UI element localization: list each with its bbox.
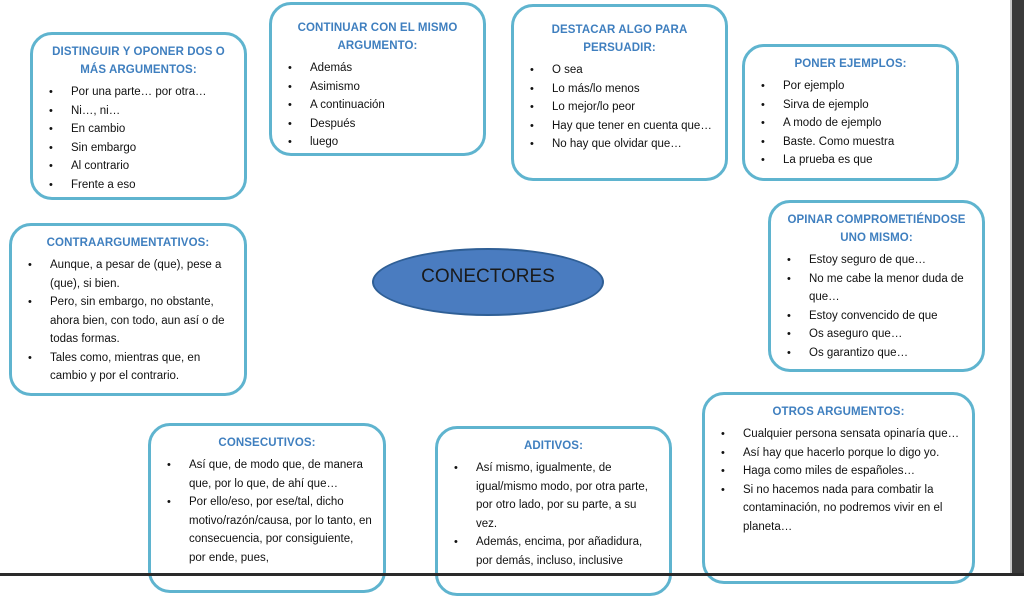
connector-list: Cualquier persona sensata opinaría que…A…: [715, 425, 962, 536]
connector-item: Haga como miles de españoles…: [715, 462, 962, 481]
box-title: CONSECUTIVOS:: [218, 437, 316, 449]
box-ejemplos: PONER EJEMPLOS: Por ejemploSirva de ejem…: [742, 44, 959, 181]
connector-list: Así que, de modo que, de manera que, por…: [161, 456, 373, 567]
connector-item: Estoy seguro de que…: [781, 251, 972, 270]
connector-item: Así que, de modo que, de manera que, por…: [161, 456, 373, 493]
connector-item: Así mismo, igualmente, de igual/mismo mo…: [448, 459, 659, 533]
box-distinguir: DISTINGUIR Y OPONER DOS O MÁS ARGUMENTOS…: [30, 32, 247, 200]
connector-item: luego: [282, 133, 473, 152]
box-title: CONTINUAR CON EL MISMO ARGUMENTO:: [297, 22, 458, 52]
connector-item: Por ello/eso, por ese/tal, dicho motivo/…: [161, 493, 373, 567]
box-title: CONTRAARGUMENTATIVOS:: [46, 237, 210, 249]
connector-item: Ni…, ni…: [43, 102, 234, 121]
connector-list: Por una parte… por otra…Ni…, ni…En cambi…: [43, 83, 234, 194]
box-aditivos: ADITIVOS: Así mismo, igualmente, de igua…: [435, 426, 672, 596]
connector-item: O sea: [524, 61, 715, 80]
connector-list: AdemásAsimismoA continuaciónDespuésluego: [282, 59, 473, 152]
box-otros: OTROS ARGUMENTOS: Cualquier persona sens…: [702, 392, 975, 584]
connector-item: La prueba es que: [755, 151, 946, 170]
window-edge-highlight: [1010, 0, 1012, 576]
connector-item: Sirva de ejemplo: [755, 96, 946, 115]
connector-item: Estoy convencido de que: [781, 307, 972, 326]
box-title: OTROS ARGUMENTOS:: [772, 406, 905, 418]
connector-item: Pero, sin embargo, no obstante, ahora bi…: [22, 293, 234, 349]
connector-item: Os garantizo que…: [781, 344, 972, 363]
connector-list: Estoy seguro de que…No me cabe la menor …: [781, 251, 972, 362]
box-title: DISTINGUIR Y OPONER DOS O MÁS ARGUMENTOS…: [52, 46, 225, 76]
box-destacar: DESTACAR ALGO PARA PERSUADIR: O seaLo má…: [511, 4, 728, 181]
bottom-edge: [0, 573, 1024, 576]
connector-item: Hay que tener en cuenta que…: [524, 117, 715, 136]
connector-item: Frente a eso: [43, 176, 234, 195]
connector-item: Tales como, mientras que, en cambio y po…: [22, 349, 234, 386]
connector-item: Asimismo: [282, 78, 473, 97]
connector-item: No me cabe la menor duda de que…: [781, 270, 972, 307]
connector-item: Sin embargo: [43, 139, 234, 158]
connector-item: Por una parte… por otra…: [43, 83, 234, 102]
connector-list: Por ejemploSirva de ejemploA modo de eje…: [755, 77, 946, 170]
box-opinar: OPINAR COMPROMETIÉNDOSE UNO MISMO: Estoy…: [768, 200, 985, 372]
connector-item: Al contrario: [43, 157, 234, 176]
center-label: CONECTORES: [421, 266, 555, 287]
connector-item: Después: [282, 115, 473, 134]
box-title: DESTACAR ALGO PARA PERSUADIR:: [551, 24, 688, 54]
connector-item: En cambio: [43, 120, 234, 139]
box-contraargumentativos: CONTRAARGUMENTATIVOS: Aunque, a pesar de…: [9, 223, 247, 396]
connector-item: Por ejemplo: [755, 77, 946, 96]
connector-list: Así mismo, igualmente, de igual/mismo mo…: [448, 459, 659, 570]
connector-item: Así hay que hacerlo porque lo digo yo.: [715, 444, 962, 463]
box-title: OPINAR COMPROMETIÉNDOSE UNO MISMO:: [787, 214, 966, 244]
connector-item: A continuación: [282, 96, 473, 115]
connector-list: O seaLo más/lo menosLo mejor/lo peorHay …: [524, 61, 715, 154]
box-continuar: CONTINUAR CON EL MISMO ARGUMENTO: Además…: [269, 2, 486, 156]
box-title: ADITIVOS:: [523, 440, 584, 452]
connector-item: Si no hacemos nada para combatir la cont…: [715, 481, 962, 537]
box-title: PONER EJEMPLOS:: [794, 58, 907, 70]
connector-item: Lo más/lo menos: [524, 80, 715, 99]
connector-item: Baste. Como muestra: [755, 133, 946, 152]
connector-item: Cualquier persona sensata opinaría que…: [715, 425, 962, 444]
box-consecutivos: CONSECUTIVOS: Así que, de modo que, de m…: [148, 423, 386, 593]
connector-item: Además: [282, 59, 473, 78]
connector-item: Lo mejor/lo peor: [524, 98, 715, 117]
connector-item: Aunque, a pesar de (que), pese a (que), …: [22, 256, 234, 293]
connector-item: A modo de ejemplo: [755, 114, 946, 133]
connector-item: No hay que olvidar que…: [524, 135, 715, 154]
connector-item: Os aseguro que…: [781, 325, 972, 344]
connector-item: Además, encima, por añadidura, por demás…: [448, 533, 659, 570]
connector-list: Aunque, a pesar de (que), pese a (que), …: [22, 256, 234, 386]
center-node: CONECTORES: [372, 248, 604, 316]
window-edge: [1012, 0, 1024, 576]
